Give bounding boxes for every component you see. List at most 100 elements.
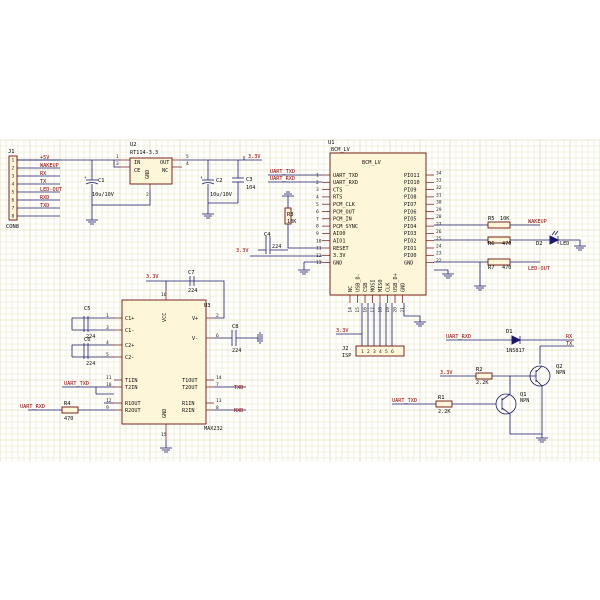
- resistor-r3[interactable]: R3 10K: [284, 207, 297, 225]
- u1-right-pin-number: 32: [436, 185, 442, 191]
- svg-text:MAX232: MAX232: [204, 426, 223, 432]
- svg-text:+: +: [200, 176, 203, 181]
- svg-text:224: 224: [86, 334, 95, 340]
- svg-text:UART_TXD: UART_TXD: [392, 398, 417, 404]
- svg-text:UART_RXD: UART_RXD: [270, 176, 295, 182]
- svg-text:Q1: Q1: [520, 392, 527, 398]
- u1-left-pin-label: PCM_OUT: [333, 209, 355, 215]
- u1-bottom-pin-label: NC: [348, 286, 354, 292]
- svg-text:3.3V: 3.3V: [146, 274, 159, 280]
- svg-text:2: 2: [146, 192, 149, 198]
- u1-bottom-pin-label: USB_D+: [393, 273, 399, 292]
- svg-text:15: 15: [161, 432, 167, 438]
- u1-right-pin-number: 34: [436, 170, 442, 176]
- u3-right-pin-label: T1OUT: [182, 378, 198, 384]
- ground-icon: [282, 191, 294, 197]
- net-3v3-top: 3.3V: [243, 154, 261, 160]
- svg-text:RX: RX: [566, 334, 573, 340]
- j1-net-label: +5V: [40, 155, 49, 161]
- j1-net-label: LED-OUT: [40, 187, 62, 193]
- regulator-u2[interactable]: U2 RT114-3.3 IN CE OUT NC GND 1 3 5 4 2: [116, 142, 189, 198]
- u1-left-pin-number: 4: [316, 195, 319, 201]
- u3-right-pin-number: 6: [216, 333, 219, 339]
- svg-text:UART_RXD: UART_RXD: [446, 334, 471, 340]
- u1-left-pin-label: UART_RXD: [333, 180, 358, 186]
- net-wakeup: WAKEUP: [528, 219, 547, 225]
- u1-body: [329, 152, 427, 296]
- u1-left-pin-label: PCM_IN: [333, 217, 352, 223]
- u1-left-pin-label: CTS: [333, 187, 342, 193]
- u3-right-pin-number: 7: [216, 382, 219, 388]
- resistor-r2[interactable]: R2 2.2K: [475, 367, 493, 386]
- svg-text:VCC: VCC: [162, 313, 168, 322]
- svg-text:C5: C5: [84, 306, 91, 312]
- j1-pin-number: 7: [12, 206, 15, 212]
- svg-text:10u/10V: 10u/10V: [210, 192, 232, 198]
- j1-body: [8, 155, 18, 221]
- capacitor-c2[interactable]: + C2 10u/10V: [200, 176, 232, 203]
- u1-right-pin-label: PIO2: [404, 239, 417, 245]
- u1-right-pin-number: 28: [436, 214, 442, 220]
- capacitor-c1[interactable]: + C1 10u/10V: [84, 176, 114, 205]
- u3-left-pin-number: 3: [106, 325, 109, 331]
- svg-text:IN: IN: [134, 160, 140, 166]
- u1-bottom-pin-number: 17: [370, 307, 376, 313]
- svg-text:LED: LED: [560, 241, 569, 247]
- u1-left-pin-label: 3.3V: [333, 253, 346, 259]
- svg-text:TX: TX: [566, 341, 573, 347]
- u1-left-pin-label: AIO0: [333, 231, 346, 237]
- j1-net-label: WAKEUP: [40, 163, 59, 169]
- u3-left-pin-label: C2+: [125, 343, 134, 349]
- capacitor-c3[interactable]: C3 104: [232, 177, 255, 203]
- u1-right-pin-label: PIO1: [404, 246, 417, 252]
- resistor-r5[interactable]: R5 10K: [487, 216, 511, 229]
- j2-pin-number: 1: [361, 349, 364, 355]
- capacitor-c5[interactable]: C5 224: [83, 306, 95, 340]
- svg-text:2.2K: 2.2K: [438, 409, 451, 415]
- svg-text:R7: R7: [488, 265, 495, 271]
- capacitor-c6[interactable]: C6 224: [83, 337, 95, 367]
- u1-left-pin-number: 13: [316, 260, 322, 266]
- u1-left-pin-number: 6: [316, 209, 319, 215]
- svg-text:GND: GND: [145, 170, 151, 179]
- u3-left-pin-number: 10: [106, 382, 112, 388]
- resistor-r6[interactable]: R6 470: [487, 236, 511, 247]
- led-d2[interactable]: D2 LED: [536, 230, 569, 247]
- u1-left-pin-number: 11: [316, 246, 322, 252]
- u1-left-pin-number: 9: [316, 231, 319, 237]
- svg-text:1: 1: [116, 154, 119, 160]
- u1-right-pin-label: PIO10: [404, 180, 420, 186]
- u3-left-pin-number: 11: [106, 375, 112, 381]
- svg-text:10K: 10K: [287, 219, 297, 225]
- u1-bottom-pin-label: USB_D-: [355, 273, 361, 292]
- capacitor-c4[interactable]: C4 224: [264, 232, 281, 254]
- resistor-r7[interactable]: R7 470: [487, 258, 511, 271]
- transistor-q1[interactable]: Q1 NPN: [495, 392, 529, 415]
- u1-left-pin-label: PCM_CLK: [333, 202, 356, 208]
- ground-icon: [574, 245, 586, 251]
- u1-right-pin-number: 33: [436, 178, 442, 184]
- u2-ref: U2: [130, 142, 137, 148]
- svg-text:470: 470: [64, 416, 73, 422]
- u1-bottom-pin-number: 15: [355, 307, 361, 313]
- svg-text:2.2K: 2.2K: [476, 380, 489, 386]
- svg-text:TXD: TXD: [234, 385, 243, 391]
- u1-left-pin-label: PCM_SYNC: [333, 224, 358, 230]
- u1-right-pin-label: PIO5: [404, 217, 417, 223]
- svg-text:R6: R6: [488, 241, 495, 247]
- ground-icon: [202, 203, 214, 219]
- u1-right-pin-number: 27: [436, 222, 442, 228]
- svg-text:3.3V: 3.3V: [236, 248, 249, 254]
- transistor-q2[interactable]: Q2 NPN: [529, 364, 565, 387]
- svg-text:R5: R5: [488, 216, 495, 222]
- u2-body: [129, 157, 173, 185]
- u1-bottom-pin-number: 14: [348, 307, 354, 313]
- capacitor-c7[interactable]: C7 224: [188, 270, 197, 294]
- u1-right-pin-number: 23: [436, 251, 442, 257]
- u3-right-pin-number: 2: [216, 313, 219, 319]
